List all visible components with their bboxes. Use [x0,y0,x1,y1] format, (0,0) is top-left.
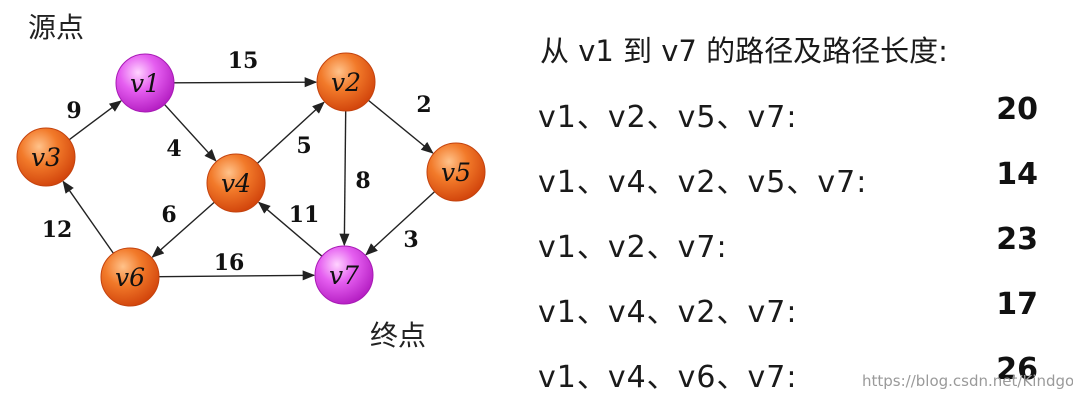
node-label: v4 [221,169,251,198]
edge-weight-label: 8 [355,168,370,194]
path-sequence: v1、v4、v2、v7: [538,295,798,330]
edge-v5-v7 [365,191,436,256]
path-row: v1、v2、v7: 23 [538,222,1048,272]
path-length: 17 [996,287,1038,322]
path-row: v1、v4、v2、v5、v7: 14 [538,157,1048,207]
graph-diagram: 15 9 4 5 2 8 3 11 6 12 16 v1 v2 v3 v4 v5 v6 v7 [16,48,486,307]
path-row: v1、v4、v6、v7: 26 [538,352,1048,401]
node-label: v2 [331,68,361,97]
node-v4: v4 [206,153,266,213]
node-label: v5 [441,158,471,187]
path-length: 26 [996,352,1038,387]
node-circle [115,53,175,113]
node-v1: v1 [115,53,175,113]
edge-weight-label: 16 [214,250,245,276]
node-v6: v6 [100,247,160,307]
edge-v4-v2 [256,101,325,164]
node-v2: v2 [316,52,376,112]
edge-weight-label: 9 [66,98,81,124]
edge-weight-label: 6 [161,202,176,228]
edge-v4-v6 [151,201,215,258]
edge-weight-label: 5 [296,133,311,159]
path-length: 23 [996,222,1038,257]
edge-v7-v4 [257,201,323,257]
path-row: v1、v2、v5、v7: 20 [538,92,1048,142]
path-sequence: v1、v2、v7: [538,230,728,265]
node-circle [16,127,76,187]
node-label: v7 [329,261,359,290]
node-circle [206,153,266,213]
node-circle [100,247,160,307]
path-sequence: v1、v4、v2、v5、v7: [538,165,868,200]
node-circle [426,142,486,202]
node-v3: v3 [16,127,76,187]
edge-weight-label: 3 [403,227,418,253]
sink-label: 终点 [370,319,427,352]
source-label: 源点 [28,11,85,44]
paths-title: 从 v1 到 v7 的路径及路径长度: [540,34,948,68]
edge-v6-v3 [62,180,114,254]
edge-weight-label: 4 [166,136,181,162]
watermark: https://blog.csdn.net/Kindgo_ [862,372,1073,390]
node-v5: v5 [426,142,486,202]
edge-v1-v4 [164,103,217,162]
edge-weight-label: 2 [416,92,431,118]
edge-v2-v7 [339,110,350,247]
node-circle [316,52,376,112]
node-v7: v7 [314,245,374,305]
node-label: v3 [31,143,61,172]
path-sequence: v1、v4、v6、v7: [538,360,798,395]
node-circle [314,245,374,305]
path-row: v1、v4、v2、v7: 17 [538,287,1048,337]
edge-v6-v7 [158,270,316,281]
path-length: 20 [996,92,1038,127]
edge-v3-v1 [68,100,122,141]
edge-weight-label: 11 [289,202,320,228]
path-sequence: v1、v2、v5、v7: [538,100,798,135]
edge-weight-label: 12 [42,217,73,243]
edge-v1-v2 [173,77,318,88]
edge-v2-v5 [368,99,434,154]
node-label: v6 [115,263,145,292]
nodes-layer: v1 v2 v3 v4 v5 v6 v7 [16,52,486,307]
node-label: v1 [130,69,160,98]
edges-layer: 15 9 4 5 2 8 3 11 6 12 16 [42,48,436,281]
path-length: 14 [996,157,1038,192]
edge-weight-label: 15 [228,48,259,74]
